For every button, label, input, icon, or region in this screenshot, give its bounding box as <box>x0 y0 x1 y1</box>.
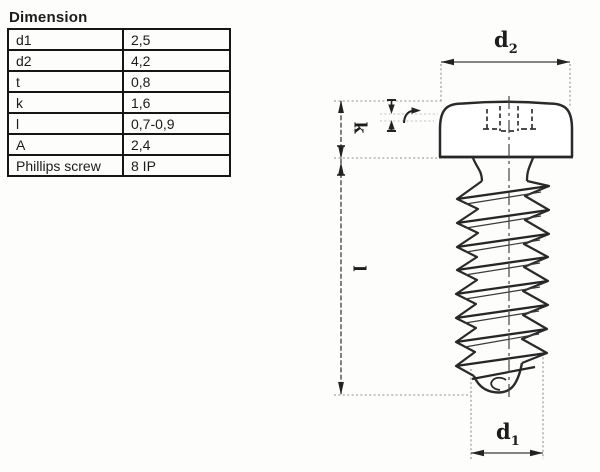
d2-label: d2 <box>494 27 518 57</box>
dim-value: 0,8 <box>122 70 231 93</box>
table-row: A 2,4 <box>7 133 231 156</box>
table-row: t 0,8 <box>7 70 231 93</box>
dimension-table: d1 2,5 d2 4,2 t 0,8 k 1,6 l 0,7-0,9 A 2,… <box>7 28 231 177</box>
table-row: d2 4,2 <box>7 49 231 72</box>
dim-label: Phillips screw <box>7 154 124 177</box>
dim-label: d2 <box>7 49 124 72</box>
screw-tip <box>471 362 536 394</box>
dim-value: 0,7-0,9 <box>122 112 231 135</box>
dim-value: 1,6 <box>122 91 231 114</box>
d1-label: d1 <box>496 419 520 449</box>
k-l-dimension-line <box>337 100 345 395</box>
d1-dimension <box>471 449 543 457</box>
table-row: d1 2,5 <box>7 28 231 51</box>
dim-value: 2,4 <box>122 133 231 156</box>
extension-lines <box>334 64 571 459</box>
drive-recess-hidden-lines <box>483 106 536 132</box>
d2-dimension <box>441 58 570 66</box>
dim-value: 4,2 <box>122 49 231 72</box>
dim-label: k <box>7 91 124 114</box>
dim-value: 8 IP <box>122 154 231 177</box>
dim-label: l <box>7 112 124 135</box>
screw-head-outline <box>438 100 574 159</box>
t-dimension-arrows <box>387 99 396 132</box>
screw-threads <box>454 179 551 377</box>
dim-label: t <box>7 70 124 93</box>
table-row: l 0,7-0,9 <box>7 112 231 135</box>
dim-label: d1 <box>7 28 124 51</box>
table-row: Phillips screw 8 IP <box>7 154 231 177</box>
dim-label: A <box>7 133 124 156</box>
dim-value: 2,5 <box>122 28 231 51</box>
table-title: Dimension <box>9 9 88 26</box>
l-label: l <box>348 265 369 272</box>
curved-leader-arrow-icon <box>403 107 421 124</box>
screw-neck <box>471 157 535 182</box>
table-row: k 1,6 <box>7 91 231 114</box>
k-label: k <box>349 121 370 134</box>
